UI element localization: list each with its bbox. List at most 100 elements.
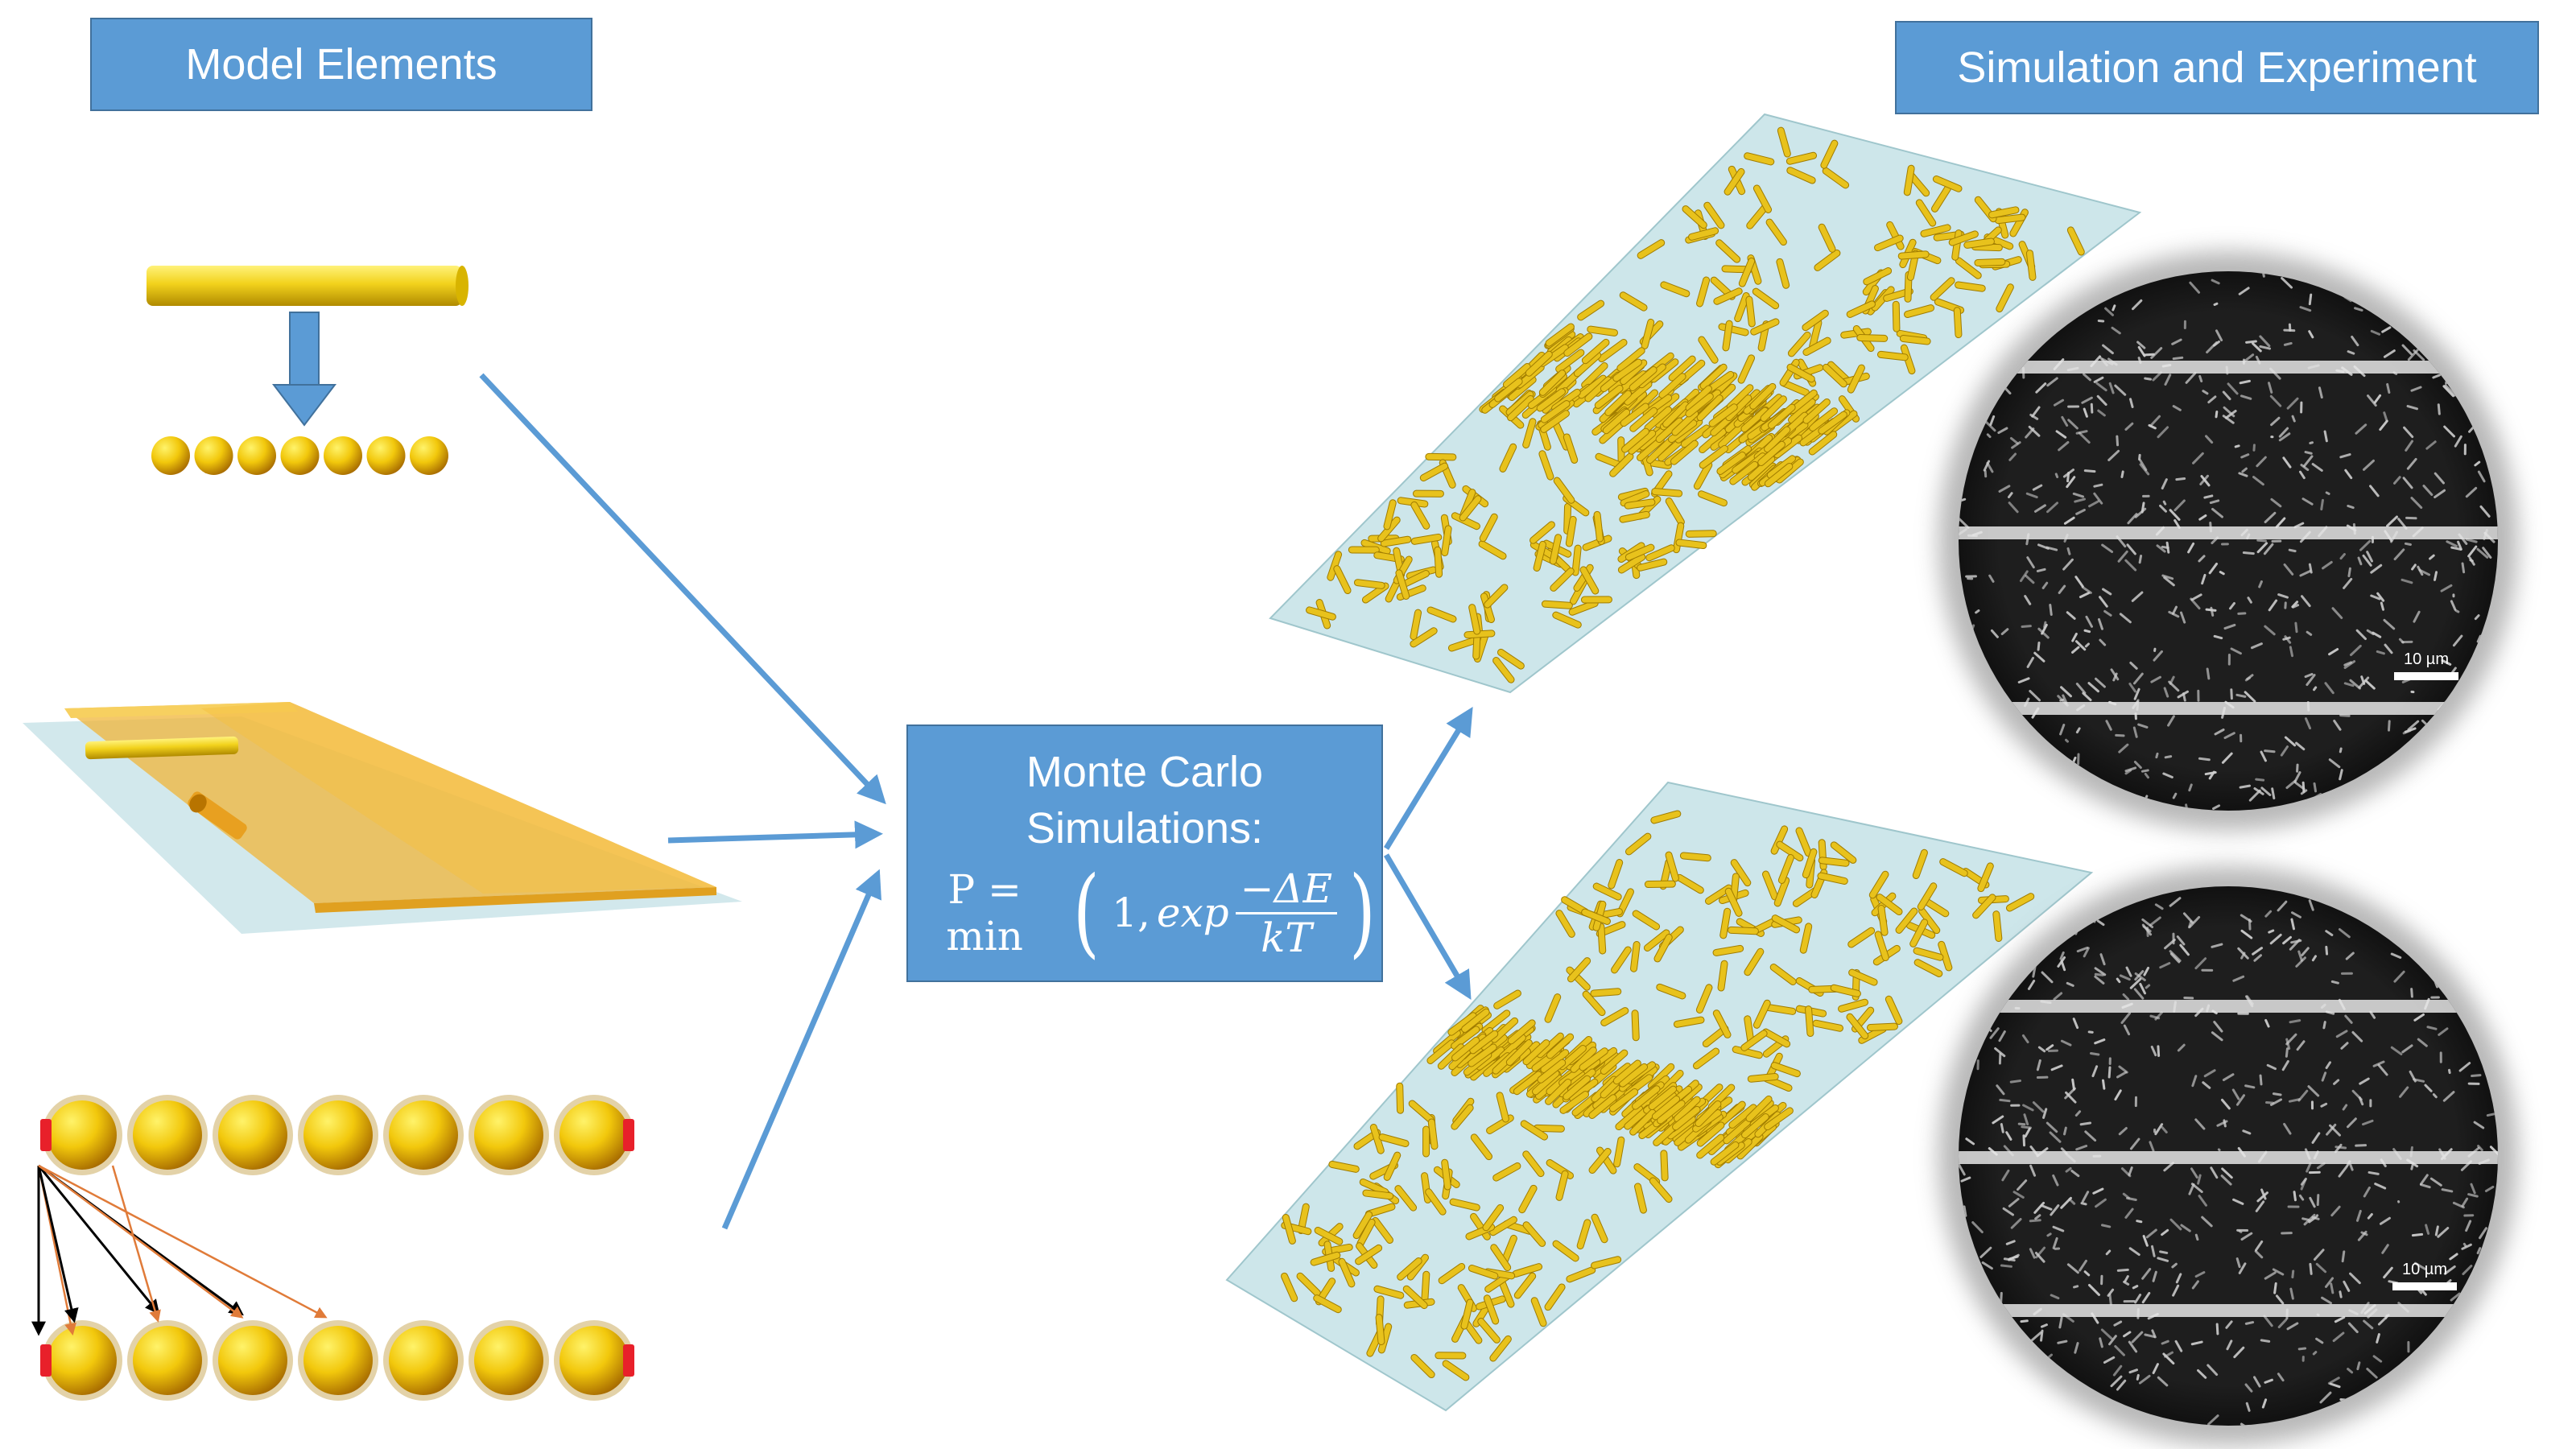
nanorod (1712, 944, 1744, 956)
nanorod (1520, 1120, 1548, 1141)
nanorod (1468, 1264, 1499, 1280)
micro-rod (2062, 469, 2075, 478)
micro-rod (2457, 540, 2462, 551)
micro-rod (2210, 1166, 2219, 1179)
micro-rod (2255, 778, 2265, 782)
micro-rod (2467, 1193, 2479, 1198)
micro-rod (1979, 1246, 1992, 1258)
nanorod (1749, 382, 1777, 410)
nanorod (1848, 968, 1878, 986)
aligned-stripe (1959, 526, 2498, 539)
micro-rod (2311, 463, 2323, 472)
micro-rod (2297, 1347, 2307, 1351)
micro-rod (2289, 646, 2294, 658)
micro-rod (2356, 1361, 2361, 1371)
nanorod (1435, 1352, 1467, 1360)
micro-rod (2383, 411, 2388, 423)
micro-rod (2129, 661, 2138, 670)
nanorod (1581, 338, 1610, 365)
micro-rod (2057, 956, 2066, 968)
micro-rod (2087, 1283, 2100, 1296)
micro-rod (2050, 1294, 2060, 1300)
micro-rod (2203, 494, 2214, 499)
micro-rod (2422, 485, 2434, 496)
micro-rod (2083, 469, 2096, 473)
micro-rod (2062, 1126, 2067, 1136)
micro-rod (2128, 682, 2137, 693)
micro-rod (2162, 772, 2174, 778)
micro-rod (2134, 1294, 2142, 1304)
interaction-arrows (31, 1164, 328, 1336)
micro-rod (2092, 1187, 2104, 1195)
micro-rod (2413, 1078, 2425, 1083)
nanorod (1611, 946, 1632, 974)
nanorod (1802, 309, 1829, 332)
nanorod (1822, 167, 1850, 189)
micro-rod (2351, 1089, 2363, 1101)
monte-carlo-title: Monte Carlo Simulations: (908, 744, 1381, 857)
nanorod (1809, 407, 1839, 431)
micro-rod (2001, 1169, 2010, 1182)
micro-rod (2136, 341, 2146, 349)
micro-rod (2413, 1013, 2425, 1022)
micro-rod (2159, 1250, 2169, 1254)
nanorod (1555, 1170, 1569, 1201)
micro-rod (2387, 720, 2391, 732)
micro-rod (2228, 601, 2235, 610)
nanorod (1712, 1009, 1732, 1038)
micro-rod (2223, 623, 2236, 630)
micro-rod (2242, 353, 2255, 363)
micro-rod (2482, 547, 2492, 559)
micro-rod (2346, 1117, 2357, 1129)
micro-rod (2159, 962, 2171, 969)
nanorod (1410, 627, 1438, 648)
eq-exp: exp (1156, 890, 1229, 936)
nanorod (1903, 164, 1915, 196)
micro-rod (2452, 1201, 2465, 1209)
micro-rod (2023, 1113, 2029, 1126)
nanorod (1917, 882, 1938, 910)
sphere (133, 1100, 202, 1170)
micro-rod (2102, 344, 2114, 355)
nanorod (1470, 1133, 1493, 1161)
micro-rod (2097, 617, 2103, 630)
micro-rod (2085, 615, 2093, 628)
micro-rod (2073, 1285, 2079, 1289)
micro-rod (2071, 646, 2080, 654)
micro-rod (2132, 299, 2143, 311)
nanorod (1507, 1019, 1536, 1045)
nanorod (1380, 535, 1412, 547)
micro-rod (2304, 451, 2313, 455)
nanorod (1600, 1007, 1629, 1026)
nanorod (1540, 410, 1570, 433)
micro-rod (2326, 1123, 2337, 1136)
micro-rod (2299, 306, 2312, 312)
micro-rod (2360, 675, 2366, 685)
micro-rod (2029, 1248, 2036, 1259)
micro-rod (2161, 1340, 2169, 1345)
scale-bar-top: 10 µm (2388, 650, 2465, 680)
micro-rod (2367, 1212, 2373, 1220)
nanorod (1668, 355, 1696, 382)
nanorod (1699, 363, 1728, 390)
micro-rod (1960, 1176, 1971, 1183)
micro-rod (2029, 1331, 2042, 1342)
micro-rod (2101, 543, 2114, 553)
micro-rod (2201, 1216, 2213, 1228)
nanorod (1630, 940, 1641, 972)
micro-rod (2238, 287, 2250, 295)
micro-rod (2379, 419, 2388, 431)
scale-bar-top-line (2394, 672, 2458, 680)
nanorod (1396, 1082, 1405, 1114)
micro-rod (2253, 787, 2264, 795)
micro-rod (2454, 435, 2462, 448)
micro-rod (2241, 467, 2248, 473)
nanorod (1750, 318, 1780, 336)
micro-rod (2140, 502, 2145, 514)
micro-rod (2093, 483, 2103, 488)
micro-rod (2058, 584, 2066, 594)
micro-rod (2185, 371, 2197, 384)
nanorod (1740, 1030, 1768, 1051)
nanorod (1383, 1151, 1402, 1181)
micro-rod (2099, 1337, 2103, 1348)
